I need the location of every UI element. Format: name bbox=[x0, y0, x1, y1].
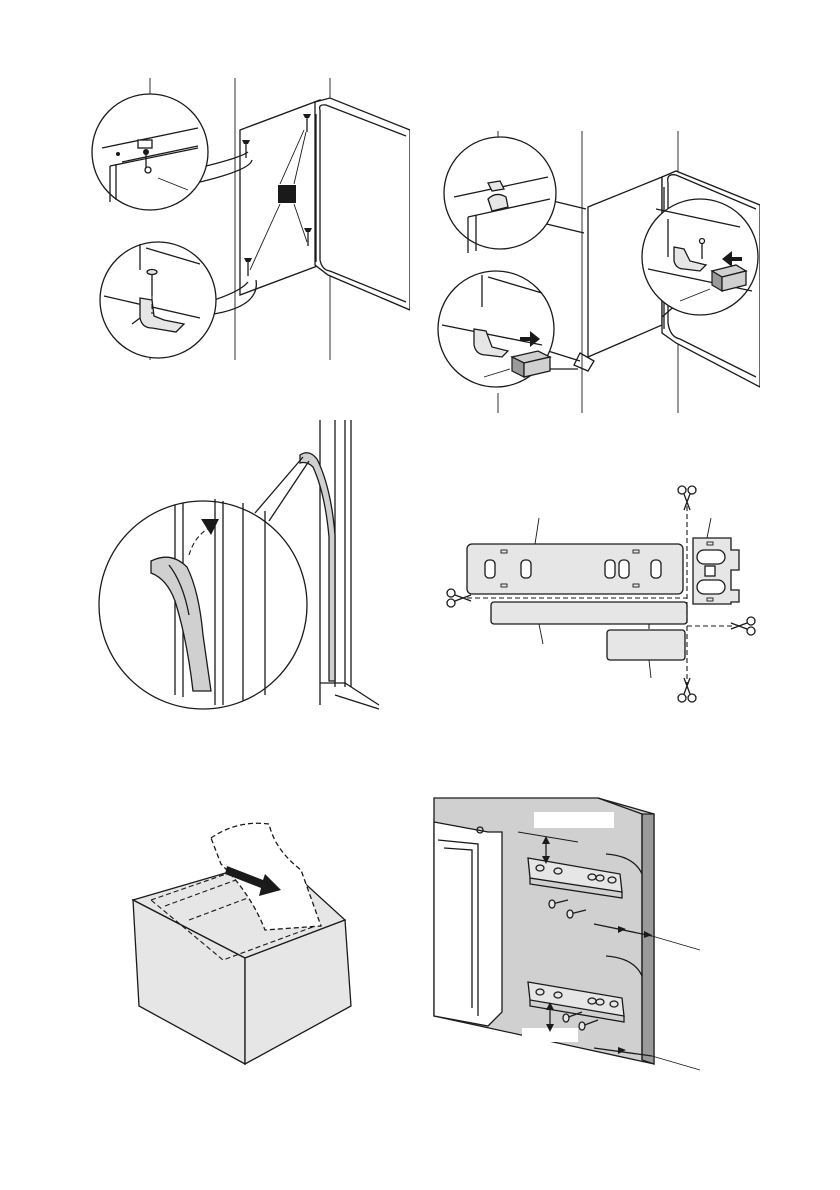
detail-circle-top bbox=[444, 137, 556, 249]
screw-icon bbox=[303, 114, 311, 132]
figure-door-spacers bbox=[430, 125, 760, 415]
seal-strip-icon bbox=[300, 453, 335, 681]
figure-door-screws bbox=[80, 70, 410, 370]
figure-seal-strip bbox=[95, 415, 395, 710]
spacer-strip bbox=[491, 602, 687, 624]
figure-mount-brackets bbox=[428, 792, 770, 1088]
bracket-plate-icon bbox=[467, 544, 683, 594]
figure-cut-brackets bbox=[435, 478, 770, 710]
scissors-icon bbox=[678, 678, 696, 702]
screw-icon bbox=[244, 258, 252, 276]
detail-circle-bottom bbox=[100, 242, 216, 358]
bracket-plate-icon bbox=[693, 538, 739, 604]
scissors-icon bbox=[731, 617, 755, 635]
figure-unpack-box bbox=[125, 810, 365, 1075]
label-box bbox=[534, 812, 614, 828]
spacer-strip-short bbox=[607, 630, 685, 660]
step-marker bbox=[278, 185, 296, 203]
